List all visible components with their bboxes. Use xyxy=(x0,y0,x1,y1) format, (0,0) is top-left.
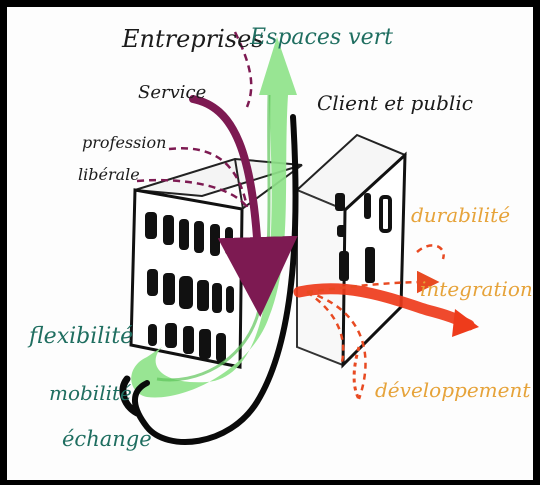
label-entreprises: Entreprises xyxy=(122,25,264,53)
right-building-windows xyxy=(335,193,392,283)
label-developpement: développement xyxy=(375,378,531,402)
label-profession: profession xyxy=(82,133,167,152)
label-espaces-vert: Espaces vert xyxy=(250,25,393,50)
label-durabilite: durabilité xyxy=(411,203,511,227)
black-curve-hook xyxy=(119,375,141,417)
label-integration: integration xyxy=(420,277,533,301)
red-arrows xyxy=(293,244,479,400)
left-building-windows xyxy=(145,212,234,362)
purple-arrows xyxy=(136,31,298,317)
label-mobilite: mobilité xyxy=(49,381,132,405)
label-service: Service xyxy=(138,82,207,103)
right-building xyxy=(295,133,407,369)
diagram-canvas xyxy=(119,31,479,445)
label-liberale: libérale xyxy=(78,165,140,184)
black-flow-curve xyxy=(132,114,299,445)
label-echange: échange xyxy=(62,427,152,451)
label-client-public: Client et public xyxy=(317,91,473,115)
label-flexibilite: flexibilité xyxy=(29,324,134,349)
